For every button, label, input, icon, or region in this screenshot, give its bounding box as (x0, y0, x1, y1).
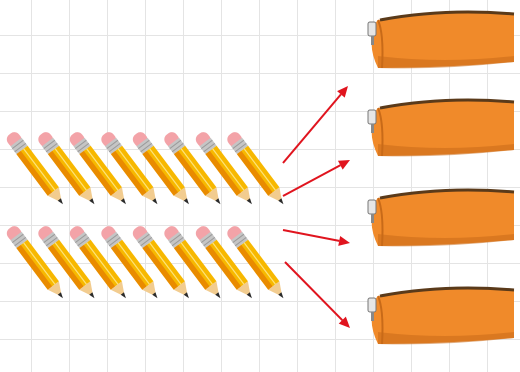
pencil-icon (193, 224, 257, 303)
arrow-icon (285, 262, 350, 328)
pencil-icon (225, 224, 289, 303)
pencil-case-icon (368, 12, 514, 68)
arrow-icon (283, 160, 350, 196)
pencil-case-icon (368, 190, 514, 246)
pencil-icon (4, 224, 68, 303)
pencil-icon (67, 224, 131, 303)
pencil-case-icon (368, 288, 514, 344)
pencil-icon (162, 130, 226, 209)
pencil-icon (36, 130, 100, 209)
arrow-icon (283, 230, 350, 246)
pencil-icon (225, 130, 289, 209)
arrow-icon (283, 86, 348, 163)
pencil-icon (4, 130, 68, 209)
pencil-icon (99, 224, 163, 303)
pencil-icon (67, 130, 131, 209)
pencil-icon (130, 224, 194, 303)
pencil-icon (36, 224, 100, 303)
pencil-icon (99, 130, 163, 209)
pencil-icon (130, 130, 194, 209)
pencil-case-icon (368, 100, 514, 156)
pencil-icon (193, 130, 257, 209)
pencil-icon (162, 224, 226, 303)
